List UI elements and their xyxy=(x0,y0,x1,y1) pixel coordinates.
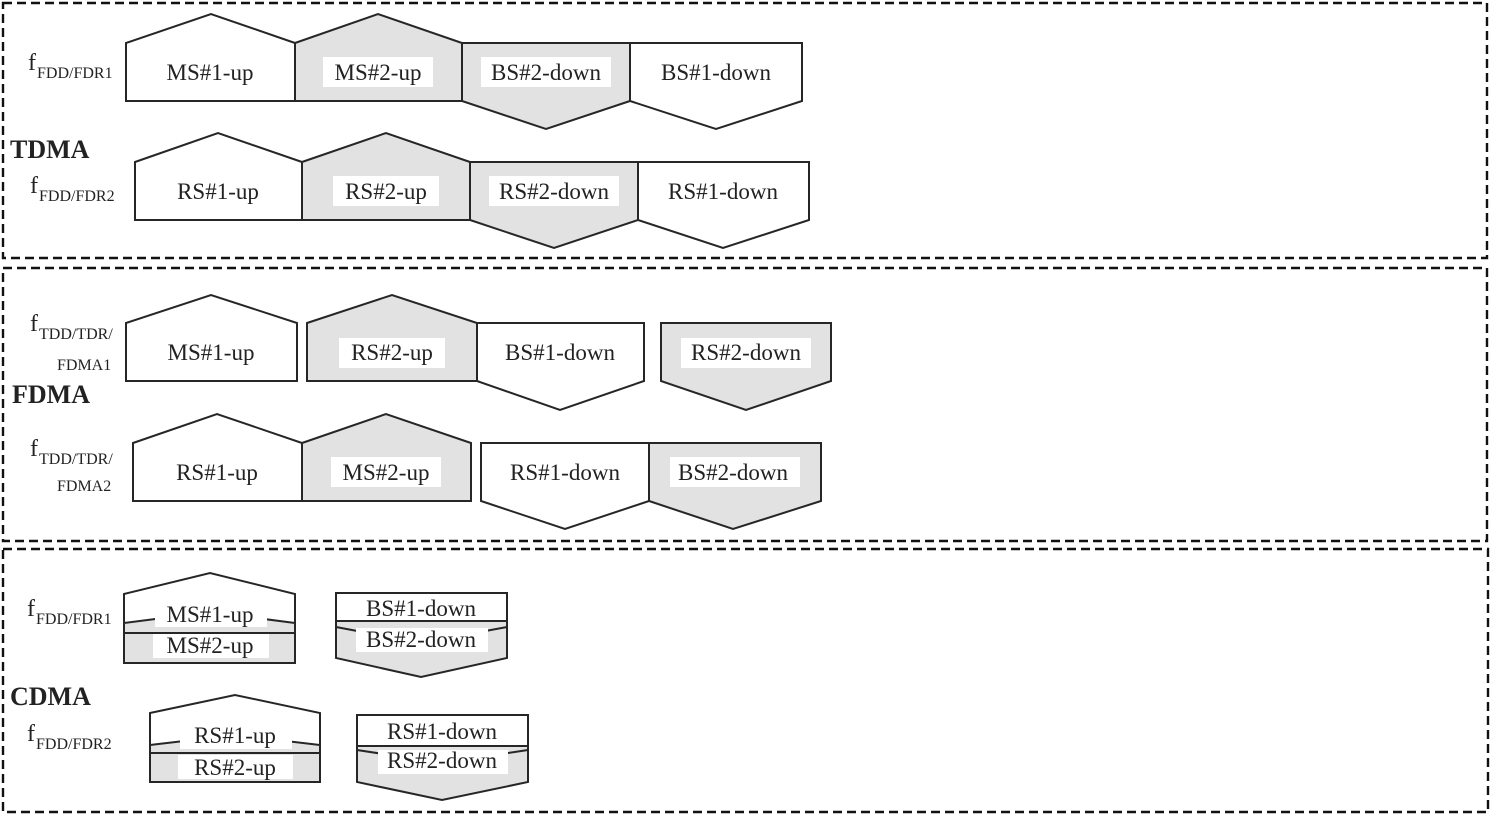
cdma-bs1-down-label: BS#1-down xyxy=(366,596,476,621)
tdma-freq2-base: f xyxy=(30,173,38,199)
tdma-freq2-sub: FDD/FDR2 xyxy=(39,188,115,205)
cdma-title: CDMA xyxy=(10,682,91,711)
fdma-freq1-sub-line1: TDD/TDR/ xyxy=(39,326,113,343)
fdma-rs1-up-label: RS#1-up xyxy=(176,460,258,485)
label-chip xyxy=(178,755,293,779)
fdma-title: FDMA xyxy=(12,380,90,409)
label-chip xyxy=(670,457,800,487)
cdma-freq1-base: f xyxy=(27,596,35,622)
cdma-freq2-base: f xyxy=(27,721,35,747)
cdma-freq2-label: fFDD/FDR2 xyxy=(27,721,112,753)
fdma-freq2-sub-line1: TDD/TDR/ xyxy=(39,451,113,468)
label-chip xyxy=(323,57,433,87)
label-chip xyxy=(339,338,445,368)
tdma-block-bs1-down xyxy=(629,42,803,131)
label-chip xyxy=(153,634,269,658)
tdma-ms1-up-label: MS#1-up xyxy=(167,60,254,85)
label-chip xyxy=(681,338,811,368)
fdma-bs1-down-label: BS#1-down xyxy=(505,340,615,365)
fdma-block-rs1-up xyxy=(132,412,303,502)
fdma-rs2-up-label: RS#2-up xyxy=(351,340,433,365)
tdma-title: TDMA xyxy=(10,135,90,164)
tdma-block-rs1-down xyxy=(637,161,810,250)
tdma-panel-border xyxy=(1,1,1489,260)
fdma-rs2-down-label: RS#2-down xyxy=(691,340,801,365)
fdma-ms1-up-label: MS#1-up xyxy=(168,340,255,365)
label-chip xyxy=(358,598,486,620)
tdma-rs2-up-label: RS#2-up xyxy=(345,179,427,204)
tdma-freq1-label: fFDD/FDR1 xyxy=(28,50,113,82)
fdma-rs1-down-label: RS#1-down xyxy=(510,460,620,485)
cdma-panel: CDMA fFDD/FDR1 fFDD/FDR2 MS#1-up MS#2-up… xyxy=(1,547,1490,814)
cdma-freq1-sub: FDD/FDR1 xyxy=(36,611,112,628)
fdma-freq1-sub-line2: FDMA1 xyxy=(57,357,111,374)
label-chip xyxy=(380,721,506,744)
label-chip xyxy=(155,601,267,627)
fdma-freq2-base: f xyxy=(30,436,38,462)
tdma-freq2-label: fFDD/FDR2 xyxy=(30,173,115,205)
cdma-panel-border xyxy=(1,547,1490,814)
cdma-rs1-up-label: RS#1-up xyxy=(194,723,276,748)
tdma-block-ms1-up xyxy=(125,12,296,102)
label-chip xyxy=(356,628,488,652)
cdma-freq2-sub: FDD/FDR2 xyxy=(36,736,112,753)
cdma-freq1-label: fFDD/FDR1 xyxy=(27,596,112,628)
label-chip xyxy=(489,176,619,206)
fdma-freq2-label: fTDD/TDR/ xyxy=(30,436,113,468)
cdma-ms2-up-label: MS#2-up xyxy=(167,633,254,658)
fdma-block-rs1-down xyxy=(480,442,650,531)
fdma-freq2-sub-line2: FDMA2 xyxy=(57,478,111,495)
tdma-block-rs1-up xyxy=(134,131,303,221)
fdma-panel: FDMA fTDD/TDR/ FDMA1 fTDD/TDR/ FDMA2 MS#… xyxy=(1,266,1489,543)
tdma-rs1-up-label: RS#1-up xyxy=(177,179,259,204)
fdma-block-bs1-down xyxy=(476,322,645,412)
tdma-rs2-down-label: RS#2-down xyxy=(499,179,609,204)
fdma-freq1-label: fTDD/TDR/ xyxy=(30,311,113,343)
tdma-bs2-down-label: BS#2-down xyxy=(491,60,601,85)
tdma-ms2-up-label: MS#2-up xyxy=(335,60,422,85)
tdma-freq1-sub: FDD/FDR1 xyxy=(37,65,113,82)
cdma-rs2-up-label: RS#2-up xyxy=(194,755,276,780)
label-chip xyxy=(333,176,439,206)
tdma-bs1-down-label: BS#1-down xyxy=(661,60,771,85)
fdma-bs2-down-label: BS#2-down xyxy=(678,460,788,485)
fdma-ms2-up-label: MS#2-up xyxy=(343,460,430,485)
fdma-block-ms1-up xyxy=(125,293,298,382)
cdma-ms1-up-label: MS#1-up xyxy=(167,602,254,627)
label-chip xyxy=(378,750,508,774)
label-chip xyxy=(331,457,441,487)
tdma-panel: TDMA fFDD/FDR1 fFDD/FDR2 MS#1-up MS#2-up… xyxy=(1,1,1489,260)
fdma-panel-border xyxy=(1,266,1489,543)
tdma-rs1-down-label: RS#1-down xyxy=(668,179,778,204)
cdma-rs2-down-label: RS#2-down xyxy=(387,748,497,773)
label-chip xyxy=(481,57,611,87)
cdma-bs2-down-label: BS#2-down xyxy=(366,627,476,652)
tdma-freq1-base: f xyxy=(28,50,36,76)
cdma-rs1-down-label: RS#1-down xyxy=(387,719,497,744)
label-chip xyxy=(180,724,292,749)
fdma-freq1-base: f xyxy=(30,311,38,337)
